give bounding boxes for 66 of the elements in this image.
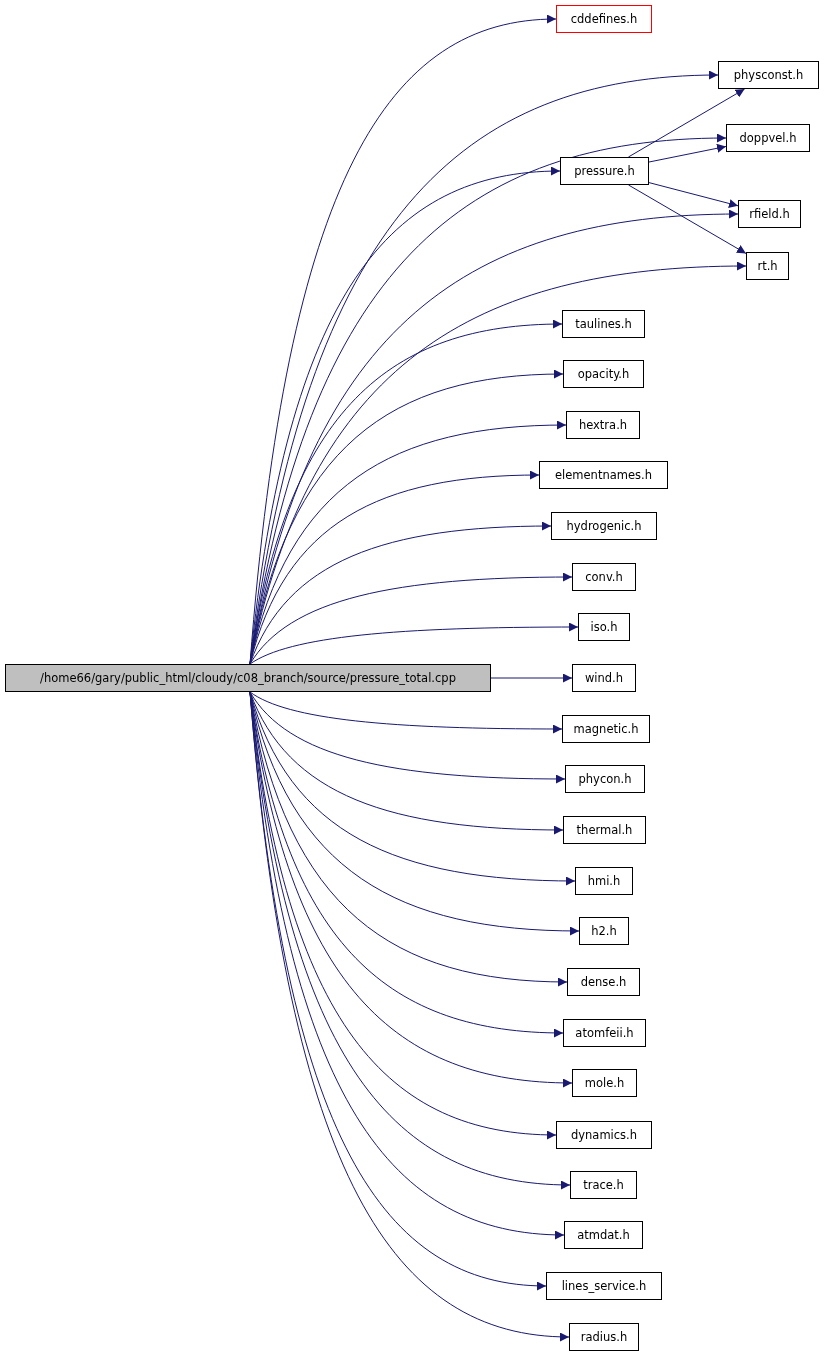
file-name: radius.h — [580, 1330, 628, 1344]
arrow — [249, 572, 573, 665]
header-file-box — [726, 124, 810, 152]
arrow — [648, 182, 739, 208]
file-name: hextra.h — [578, 418, 628, 432]
header-file-box — [539, 461, 668, 489]
file-name: hydrogenic.h — [566, 519, 642, 533]
file-name: trace.h — [583, 1178, 624, 1192]
header-file-box — [718, 61, 819, 89]
file-name: pressure.h — [574, 164, 635, 178]
file-name: physconst.h — [733, 68, 804, 82]
file-name: conv.h — [585, 570, 623, 584]
file-name: opacity.h — [577, 367, 630, 381]
file-name: atomfeii.h — [575, 1026, 634, 1040]
source-file-box — [5, 664, 491, 692]
header-file-box — [560, 157, 649, 185]
arrow — [648, 143, 727, 163]
header-file-box — [572, 664, 636, 692]
header-file-box — [564, 1221, 643, 1249]
header-file-box — [563, 360, 644, 388]
header-file-box — [570, 1171, 637, 1199]
file-name: rfield.h — [749, 207, 790, 221]
arrow — [249, 691, 566, 784]
header-file-box — [746, 252, 789, 280]
file-name: thermal.h — [576, 823, 633, 837]
header-file-box — [579, 917, 629, 945]
arrow — [249, 622, 579, 665]
file-name: doppvel.h — [739, 131, 797, 145]
header-file-box — [567, 968, 640, 996]
header-file-box — [556, 1121, 652, 1149]
header-file-box — [569, 1323, 639, 1351]
arrow — [490, 673, 573, 683]
header-file-box — [563, 816, 646, 844]
header-file-box — [738, 200, 801, 228]
file-name: cddefines.h — [570, 12, 638, 26]
file-name: magnetic.h — [573, 722, 639, 736]
file-name: hmi.h — [587, 874, 621, 888]
header-file-box — [575, 867, 633, 895]
header-file-box — [562, 310, 645, 338]
file-name: lines_service.h — [561, 1279, 647, 1293]
header-file-box — [565, 765, 645, 793]
header-file-box — [566, 411, 640, 439]
header-file-box — [563, 1019, 646, 1047]
header-file-box — [572, 1069, 637, 1097]
file-name: mole.h — [584, 1076, 625, 1090]
header-file-box — [546, 1272, 662, 1300]
arrow — [249, 521, 552, 665]
header-file-box — [578, 613, 630, 641]
file-name: wind.h — [584, 671, 624, 685]
header-file-box — [556, 5, 652, 33]
file-name: iso.h — [590, 620, 618, 634]
file-name: dense.h — [580, 975, 627, 989]
arrow — [627, 88, 746, 158]
arrow — [628, 184, 747, 254]
file-name: phycon.h — [578, 772, 632, 786]
file-name: rt.h — [757, 259, 778, 273]
header-file-box — [562, 715, 650, 743]
header-file-box — [551, 512, 657, 540]
file-name: h2.h — [591, 924, 617, 938]
file-name: /home66/gary/public_html/cloudy/c08_branch/source/pressure_total.cpp — [40, 671, 456, 685]
file-name: dynamics.h — [570, 1128, 638, 1142]
file-name: taulines.h — [575, 317, 632, 331]
file-name: elementnames.h — [555, 468, 652, 482]
header-file-box — [572, 563, 636, 591]
arrow — [249, 691, 563, 734]
file-name: atmdat.h — [577, 1228, 630, 1242]
